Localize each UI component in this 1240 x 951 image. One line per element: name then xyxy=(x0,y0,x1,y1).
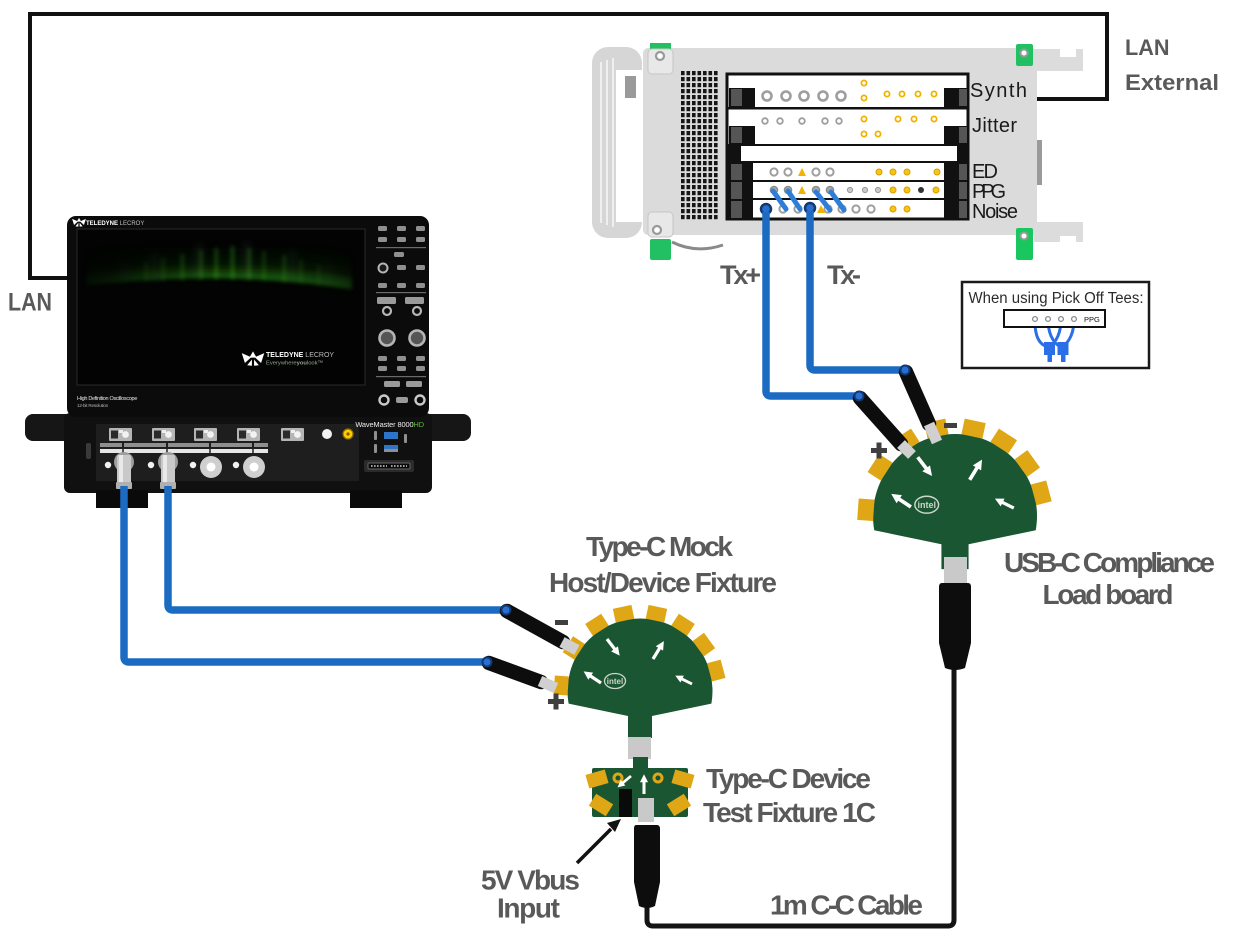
svg-text:Input: Input xyxy=(497,893,560,924)
svg-text:Load board: Load board xyxy=(1043,579,1174,610)
svg-text:LAN: LAN xyxy=(8,289,52,317)
svg-text:When using Pick Off Tees:: When using Pick Off Tees: xyxy=(969,290,1144,307)
svg-text:Tx-: Tx- xyxy=(827,260,861,290)
svg-text:Host/Device Fixture: Host/Device Fixture xyxy=(549,567,777,598)
svg-text:Noise: Noise xyxy=(972,201,1018,223)
svg-text:Type-C Mock: Type-C Mock xyxy=(586,531,733,562)
svg-text:TELEDYNE LECROY: TELEDYNE LECROY xyxy=(266,352,334,359)
svg-text:TELEDYNE LECROY: TELEDYNE LECROY xyxy=(86,221,144,227)
svg-text:Tx+: Tx+ xyxy=(720,260,761,290)
svg-text:12-bit Resolution: 12-bit Resolution xyxy=(77,403,109,408)
svg-text:ED: ED xyxy=(972,161,998,183)
svg-text:Everywhereyoulook™: Everywhereyoulook™ xyxy=(266,361,323,367)
svg-text:High Definition Oscilloscope: High Definition Oscilloscope xyxy=(77,396,137,402)
svg-text:1m C-C Cable: 1m C-C Cable xyxy=(770,890,923,921)
svg-text:Test Fixture 1C: Test Fixture 1C xyxy=(703,797,876,828)
svg-text:WaveMaster 8000HD: WaveMaster 8000HD xyxy=(355,420,424,429)
svg-text:LAN: LAN xyxy=(1125,35,1170,60)
svg-text:External: External xyxy=(1125,70,1219,95)
svg-text:Jitter: Jitter xyxy=(972,115,1017,137)
svg-text:PPG: PPG xyxy=(972,181,1006,203)
svg-text:USB-C Compliance: USB-C Compliance xyxy=(1004,547,1215,578)
svg-text:Synth: Synth xyxy=(970,80,1027,102)
svg-text:Type-C Device: Type-C Device xyxy=(706,763,871,794)
svg-text:5V Vbus: 5V Vbus xyxy=(481,865,580,896)
svg-text:PPG: PPG xyxy=(1084,315,1100,324)
